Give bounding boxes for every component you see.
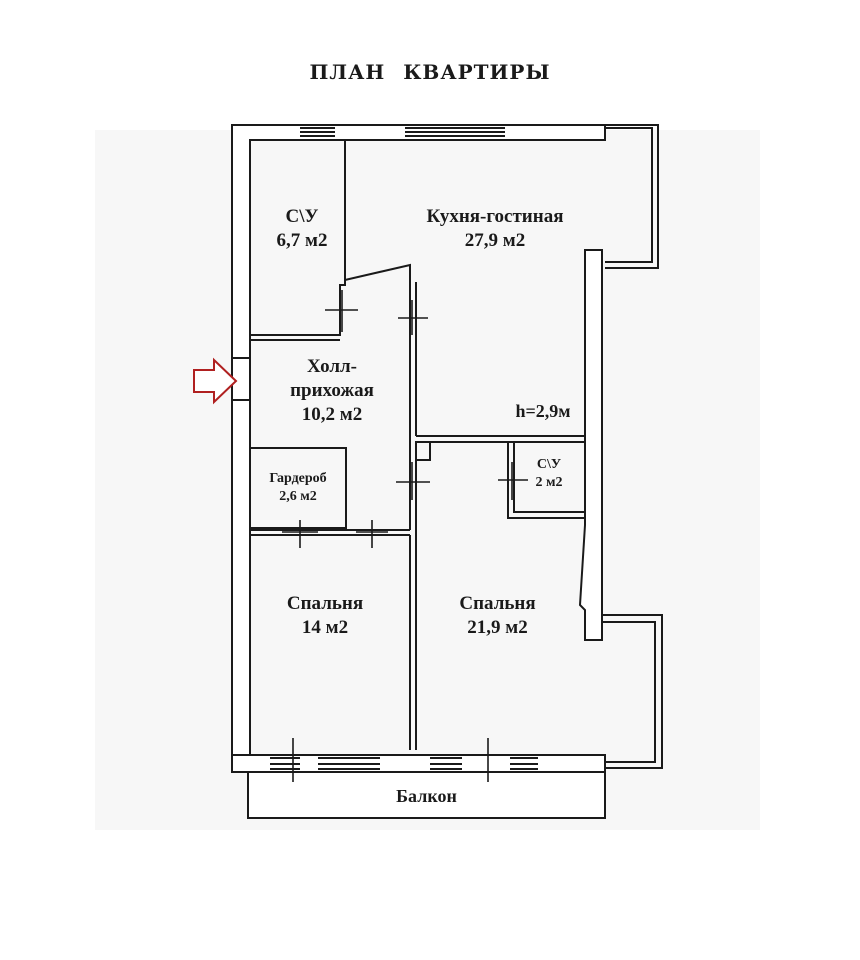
room-name: Гардероб: [269, 471, 327, 486]
wardrobe-walls: [249, 447, 347, 529]
room-name: Кухня-гостиная: [426, 206, 564, 227]
page-title: ПЛАН КВАРТИРЫ: [309, 60, 551, 84]
room-name: Холл-: [306, 356, 358, 377]
room-bedroom-right: Спальня 21,9 м2: [430, 592, 565, 640]
room-kitchen-living: Кухня-гостиная 27,9 м2: [395, 205, 595, 253]
bedrooms-divider-wall: [409, 448, 417, 750]
window-bottom-center: [430, 757, 462, 770]
bathroom-small-walls: [507, 442, 585, 519]
room-area: 10,2 м2: [301, 403, 363, 425]
window-top-left: [300, 127, 335, 137]
room-name-cont: прихожая: [290, 379, 374, 401]
room-name: Спальня: [459, 593, 536, 614]
room-area: 21,9 м2: [467, 616, 528, 638]
plan-background: [95, 130, 760, 830]
hall-bedroom-wall: [250, 529, 410, 536]
window-top-middle: [405, 127, 505, 137]
entrance-arrow-icon: [193, 357, 238, 405]
room-area: 2,6 м2: [279, 488, 317, 504]
room-bedroom-left: Спальня 14 м2: [260, 592, 390, 640]
room-area: 14 м2: [301, 616, 349, 638]
room-bathroom-main: С\У 6,7 м2: [262, 205, 342, 253]
loggia-top-right: [605, 124, 659, 269]
loggia-bottom-right: [602, 614, 663, 769]
room-area: 2 м2: [535, 474, 563, 490]
room-area: 27,9 м2: [464, 229, 526, 251]
room-wardrobe: Гардероб 2,6 м2: [252, 470, 344, 505]
room-hall: Холл- прихожая 10,2 м2: [262, 355, 402, 426]
room-area: 6,7 м2: [276, 229, 328, 251]
window-bottom-left: [270, 757, 300, 770]
room-name: Спальня: [286, 593, 364, 614]
room-bathroom-small: С\У 2 м2: [518, 456, 580, 491]
balcony-outline: [247, 771, 606, 819]
balcony-label: Балкон: [396, 786, 457, 806]
right-wall: [578, 249, 603, 641]
window-bottom-middle: [318, 757, 380, 770]
door-marks: [282, 290, 528, 782]
ceiling-height: h=2,9м: [515, 401, 571, 421]
window-bottom-right: [510, 757, 538, 770]
room-name: С\У: [285, 206, 319, 227]
kitchen-bedroom-wall: [416, 435, 585, 443]
room-name: С\У: [536, 457, 562, 472]
